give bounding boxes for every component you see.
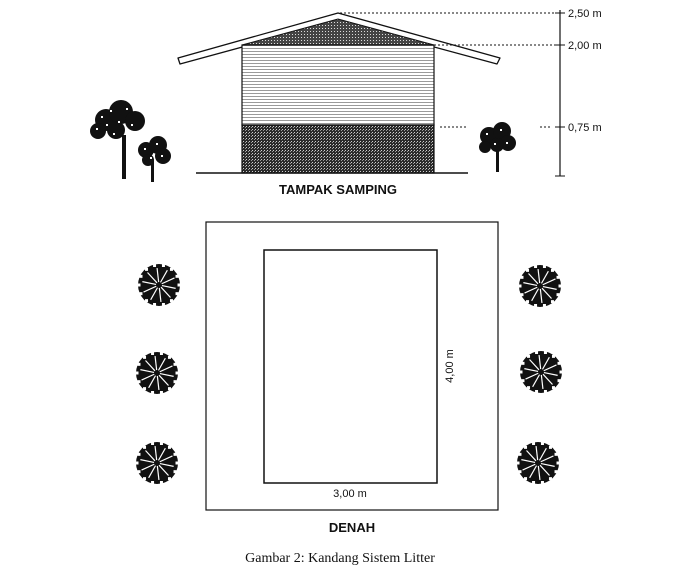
figure-caption: Gambar 2: Kandang Sistem Litter xyxy=(245,551,435,566)
tree-icon xyxy=(138,136,171,182)
tree-icon xyxy=(479,122,516,172)
plan-view-title: DENAH xyxy=(329,520,375,535)
wall-lower xyxy=(241,124,435,174)
tree-top-icon xyxy=(137,264,181,306)
plan-outer-boundary xyxy=(205,221,499,511)
plan-width-label: 3,00 m xyxy=(333,488,367,500)
plan-building xyxy=(263,249,438,484)
wall-upper xyxy=(241,44,435,126)
tree-icon xyxy=(90,100,145,179)
side-view: 2,50 m 2,00 m 0,75 m TAMPAK SAMPING xyxy=(90,8,602,197)
plan-trees xyxy=(135,264,563,484)
height-label-2-00: 2,00 m xyxy=(568,40,602,52)
tree-top-icon xyxy=(135,442,179,484)
tree-top-icon xyxy=(518,265,562,307)
tree-top-icon xyxy=(135,352,179,394)
plan-view: 3,00 m 4,00 m DENAH xyxy=(135,221,563,535)
height-label-2-50: 2,50 m xyxy=(568,8,602,20)
height-label-0-75: 0,75 m xyxy=(568,122,602,134)
tree-top-icon xyxy=(516,442,560,484)
plan-length-label: 4,00 m xyxy=(444,349,456,383)
roof xyxy=(177,12,501,65)
side-view-title: TAMPAK SAMPING xyxy=(279,182,397,197)
tree-top-icon xyxy=(519,351,563,393)
height-dimension: 2,50 m 2,00 m 0,75 m xyxy=(340,8,602,177)
